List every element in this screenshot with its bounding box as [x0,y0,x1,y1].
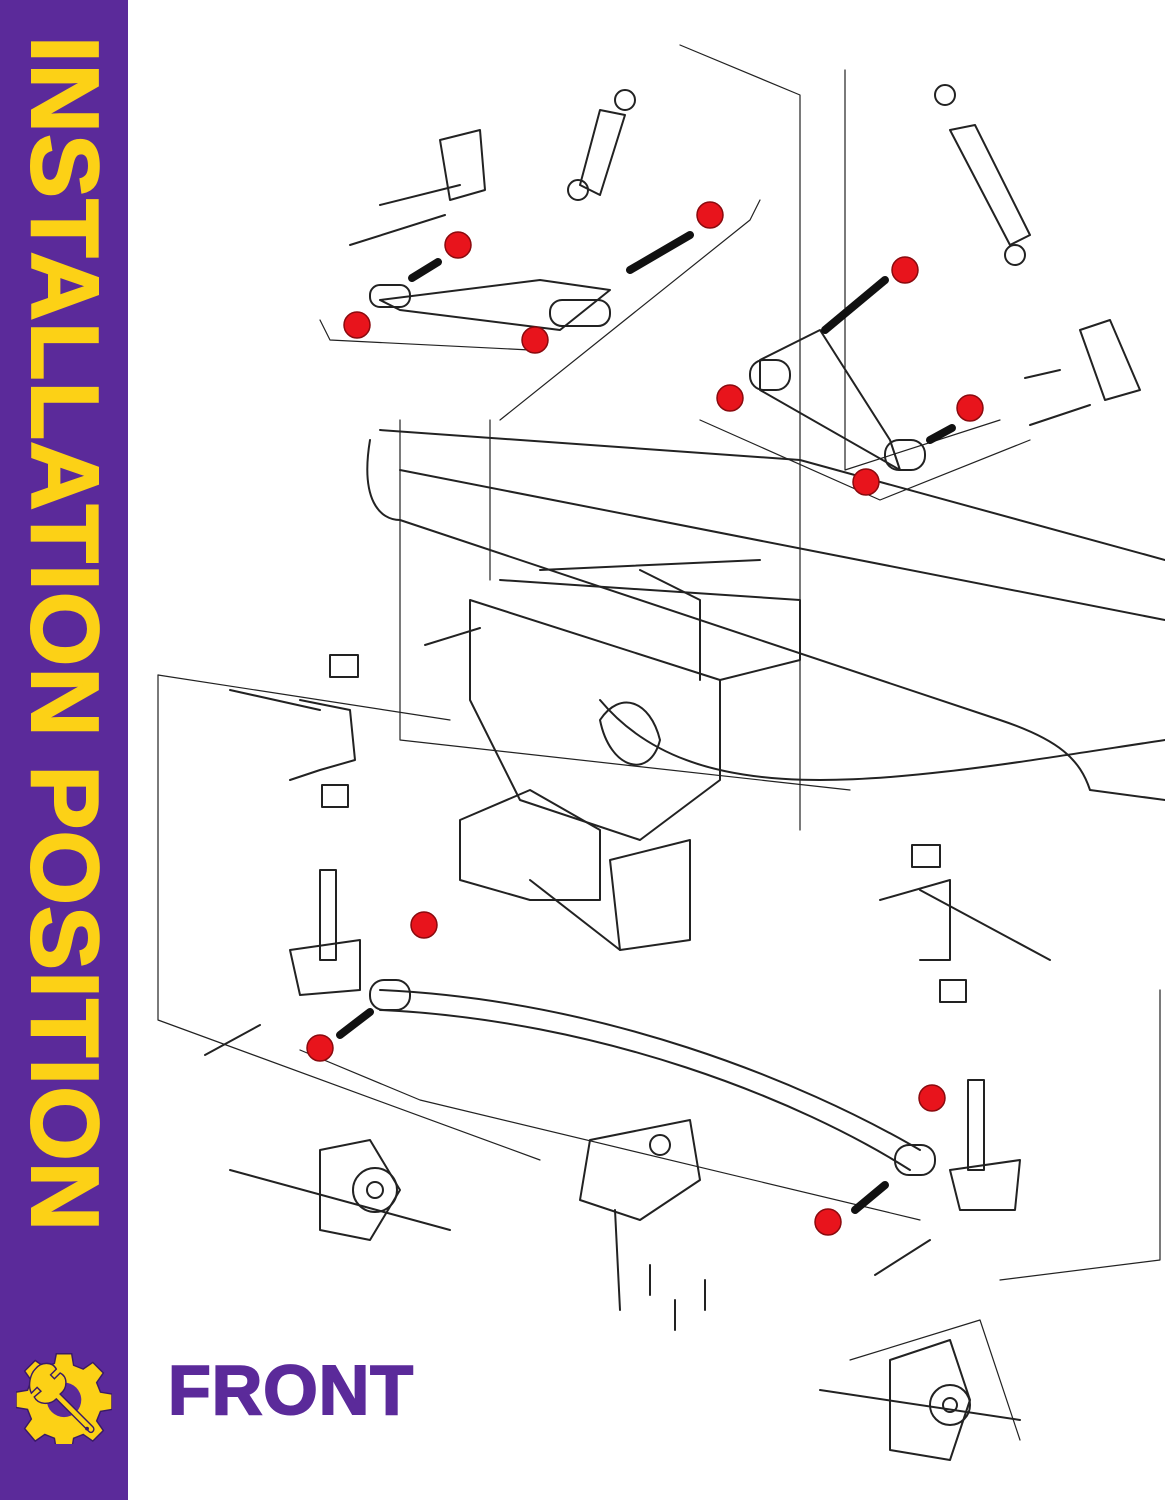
front-label: FRONT [167,1350,415,1430]
chassis-frame [366,429,1165,951]
bolts [204,184,1091,1331]
leader-lines [157,44,1161,1441]
sidebar-banner [0,0,128,1500]
leaf-spring [369,979,936,1176]
center-bracket [579,1119,701,1221]
left-hub [229,1139,451,1241]
installation-position-title: INSTALLATION POSITION [10,35,119,1233]
coil-bushing-sleeves [336,231,956,1214]
upper-left-a-arm [369,89,636,331]
right-hub [819,1339,1021,1461]
red-polyurethane-bushings [306,201,984,1236]
left-spindle [229,654,361,996]
right-spindle [879,844,1051,1211]
suspension-exploded-diagram [157,44,1165,1461]
upper-right-a-arm [749,84,1141,471]
gear-wrench-icon [16,1353,112,1444]
